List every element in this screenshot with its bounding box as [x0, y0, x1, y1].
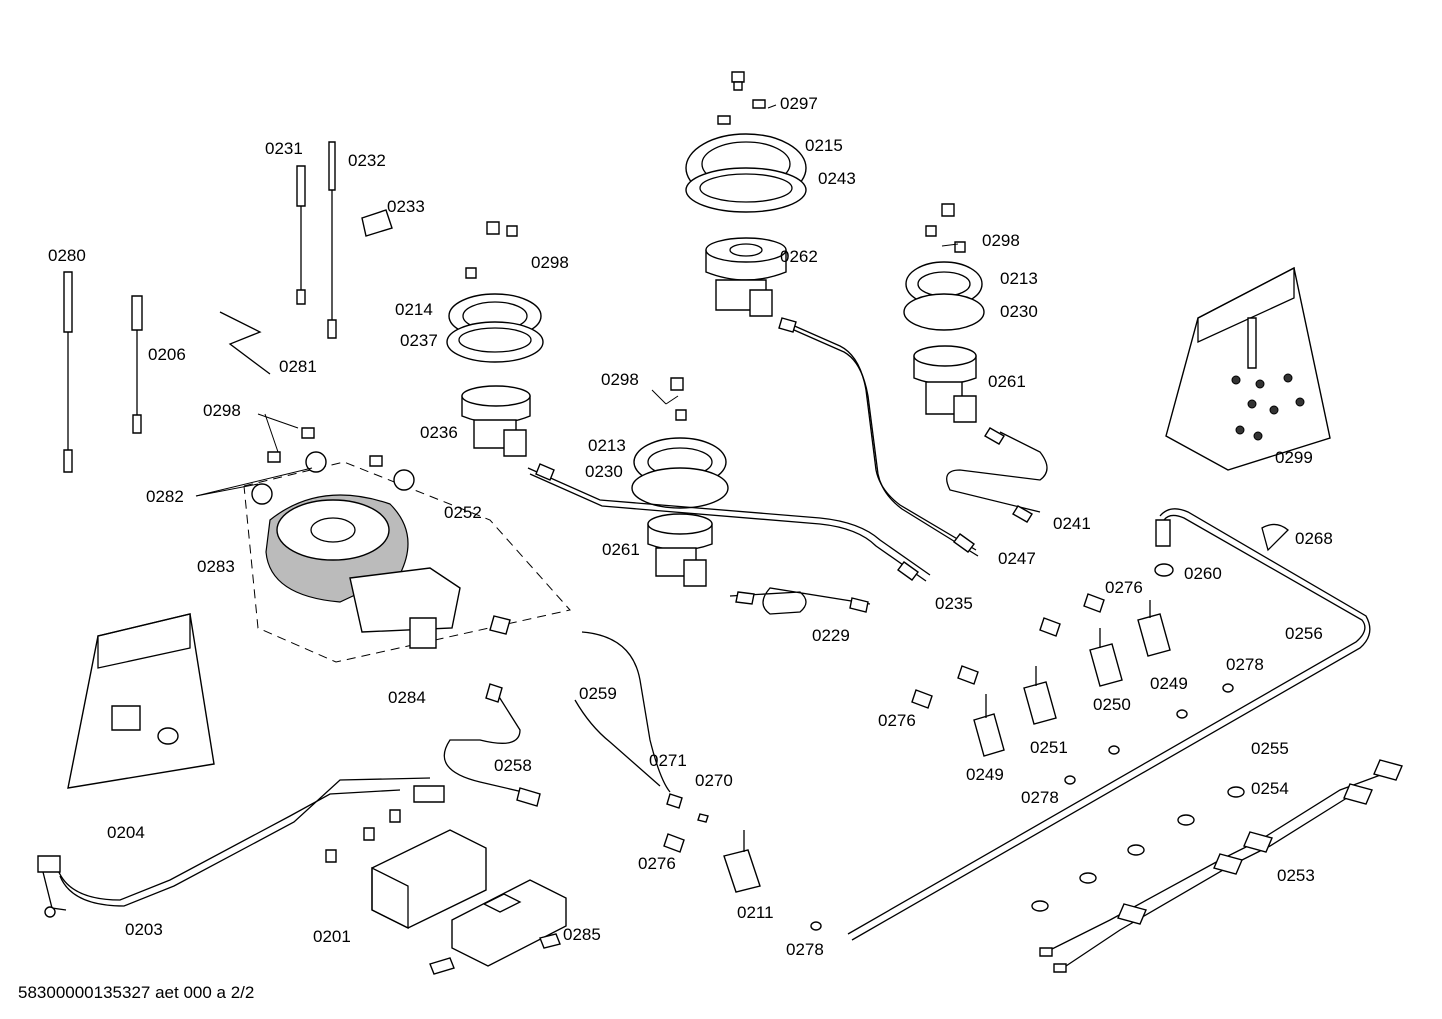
tube-fittings — [485, 317, 1033, 807]
label-0283: 0283 — [197, 557, 235, 576]
label-0211: 0211 — [737, 903, 774, 922]
label-0276-right: 0276 — [1105, 578, 1143, 597]
label-0249-right: 0249 — [1150, 674, 1188, 693]
label-0276-mid: 0276 — [878, 711, 916, 730]
label-0298-center: 0298 — [601, 370, 639, 389]
label-0254: 0254 — [1251, 779, 1289, 798]
parts-bag-left — [67, 613, 215, 789]
label-0230-center: 0230 — [585, 462, 623, 481]
label-0255: 0255 — [1251, 739, 1289, 758]
label-0259: 0259 — [579, 684, 617, 703]
label-0298-left: 0298 — [531, 253, 569, 272]
label-0215: 0215 — [805, 136, 843, 155]
label-0261-center: 0261 — [602, 540, 640, 559]
label-0299: 0299 — [1275, 448, 1313, 467]
label-0281: 0281 — [279, 357, 317, 376]
label-0206: 0206 — [148, 345, 186, 364]
label-0233: 0233 — [387, 197, 425, 216]
label-0203: 0203 — [125, 920, 163, 939]
manifold — [847, 508, 1371, 941]
label-0231: 0231 — [265, 139, 303, 158]
label-0268: 0268 — [1295, 529, 1333, 548]
label-0250: 0250 — [1093, 695, 1131, 714]
label-0280: 0280 — [48, 246, 86, 265]
label-0298-right: 0298 — [982, 231, 1020, 250]
label-0213-center: 0213 — [588, 436, 626, 455]
label-0260: 0260 — [1184, 564, 1222, 583]
label-0298-valve: 0298 — [203, 401, 241, 420]
label-0229: 0229 — [812, 626, 850, 645]
label-0256: 0256 — [1285, 624, 1323, 643]
label-0270: 0270 — [695, 771, 733, 790]
label-0276-left: 0276 — [638, 854, 676, 873]
label-0285: 0285 — [563, 925, 601, 944]
label-0252: 0252 — [444, 503, 482, 522]
label-0201: 0201 — [313, 927, 351, 946]
tap-valves — [723, 600, 1171, 893]
ignition-harness — [1039, 759, 1403, 973]
burner-center — [631, 377, 729, 587]
label-0214: 0214 — [395, 300, 433, 319]
burner-left — [446, 221, 544, 457]
label-0236: 0236 — [420, 423, 458, 442]
label-0230-right: 0230 — [1000, 302, 1038, 321]
label-0247: 0247 — [998, 549, 1036, 568]
burner-top-center — [685, 71, 807, 317]
label-0271: 0271 — [649, 751, 687, 770]
label-0232: 0232 — [348, 151, 386, 170]
label-0213-right: 0213 — [1000, 269, 1038, 288]
label-0261-right: 0261 — [988, 372, 1026, 391]
parts-bag-right — [1165, 266, 1331, 471]
label-0241: 0241 — [1053, 514, 1091, 533]
gas-tubes — [443, 323, 1048, 797]
burner-right — [903, 203, 985, 423]
label-0237: 0237 — [400, 331, 438, 350]
label-0278-right: 0278 — [1226, 655, 1264, 674]
injectors — [663, 593, 1105, 853]
document-footer-id: 58300000135327 aet 000 a 2/2 — [18, 983, 255, 1002]
label-0251: 0251 — [1030, 738, 1068, 757]
label-0282: 0282 — [146, 487, 184, 506]
label-0297: 0297 — [780, 94, 818, 113]
label-0253: 0253 — [1277, 866, 1315, 885]
valve-assembly — [243, 427, 571, 663]
label-0284: 0284 — [388, 688, 426, 707]
label-0235: 0235 — [935, 594, 973, 613]
washers — [810, 683, 1245, 931]
thermocouple-rods — [63, 141, 393, 473]
label-0243: 0243 — [818, 169, 856, 188]
label-0262: 0262 — [780, 247, 818, 266]
label-0204: 0204 — [107, 823, 145, 842]
label-0278-mid: 0278 — [1021, 788, 1059, 807]
label-0258: 0258 — [494, 756, 532, 775]
label-0278-bottom: 0278 — [786, 940, 824, 959]
spark-module — [371, 829, 487, 930]
bracket — [429, 879, 567, 975]
wiring-0203 — [37, 777, 445, 918]
label-0249-left: 0249 — [966, 765, 1004, 784]
